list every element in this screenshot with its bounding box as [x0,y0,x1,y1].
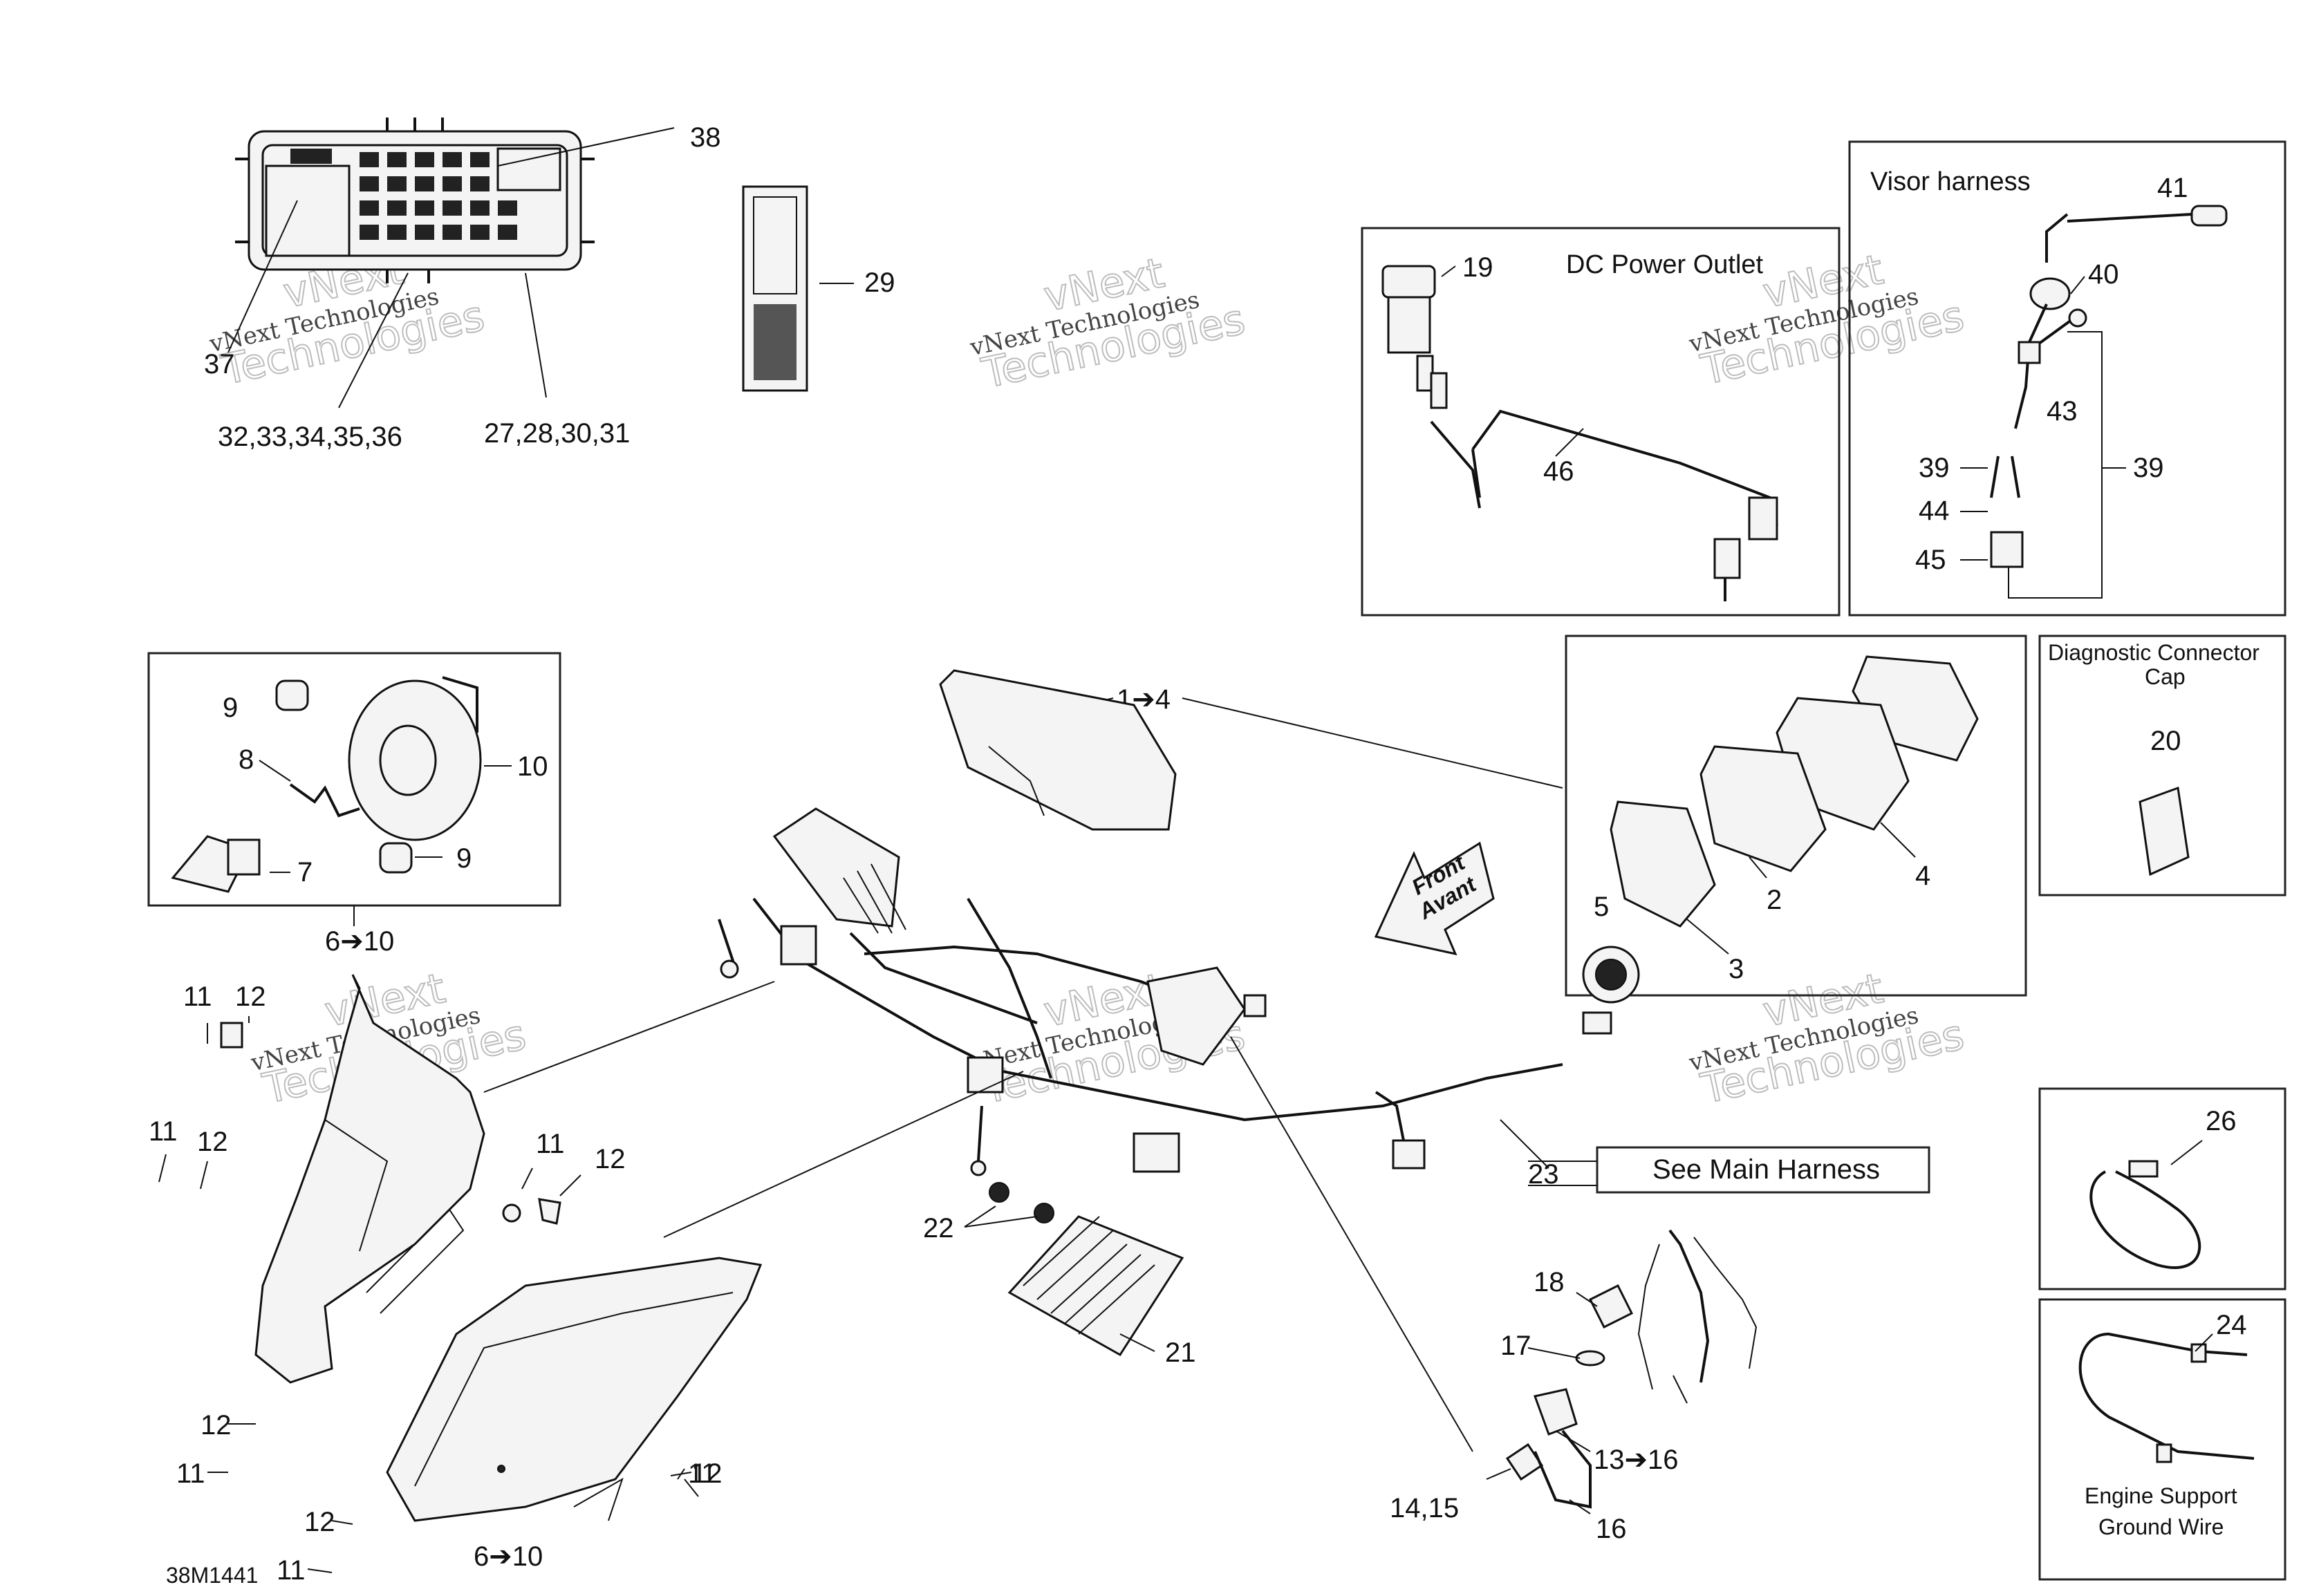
callout-14-15: 14,15 [1390,1493,1459,1523]
dc-power-outlet-title: DC Power Outlet [1566,250,1764,279]
callout-18: 18 [1534,1267,1565,1297]
callout-12b: 12 [197,1127,228,1157]
strap-box [2038,1087,2286,1290]
callout-11a: 11 [183,982,212,1012]
callout-29: 29 [864,267,895,298]
diagram-code: 38M1441 [166,1563,258,1588]
ground-wire-part [2078,1332,2255,1463]
callout-20: 20 [2150,726,2181,756]
callout-12c: 12 [595,1144,626,1174]
diagnostic-cap-part [2139,786,2190,876]
callout-2: 2 [1767,885,1782,915]
leader-38 [497,127,675,167]
gauge-cluster-part [1582,655,1979,1004]
callout-41: 41 [2157,173,2188,203]
callout-11c: 11 [536,1129,565,1159]
callout-39a: 39 [1919,453,1950,483]
see-main-harness-label: See Main Harness [1652,1154,1880,1185]
callout-11b: 11 [149,1116,178,1147]
headlight-bulb-part [171,676,482,893]
gauge-cluster-box [1565,635,2027,997]
callout-19: 19 [1462,252,1493,283]
leader-37 [227,200,298,353]
callout-38: 38 [690,122,721,153]
callout-32-36: 32,33,34,35,36 [218,422,402,452]
callout-3: 3 [1729,954,1744,984]
fuse-label-card-part [742,185,808,392]
main-harness-part [718,669,1612,1452]
leader-27-31 [525,272,547,398]
callout-10: 10 [517,751,548,782]
engine-support-box [2038,1298,2286,1581]
leader-harness-left [483,981,775,1093]
callout-27-31: 27,28,30,31 [484,418,630,449]
callout-4: 4 [1915,861,1930,891]
callout-26: 26 [2206,1106,2237,1136]
callout-40: 40 [2088,259,2119,290]
dc-outlet-part [1381,265,1778,601]
visor-harness-box [1848,140,2286,617]
right-headlight-lens-part [386,1257,763,1522]
callout-39b: 39 [2133,453,2164,483]
diagnostic-cap-box [2038,635,2286,896]
callout-21: 21 [1165,1337,1196,1368]
callout-5: 5 [1594,892,1609,922]
callout-46: 46 [1543,456,1574,487]
left-headlight-housing-part [220,974,485,1384]
watermark: vNext vNext Technologies Technologies [1686,964,1969,1114]
tether-key-part [1505,1229,1758,1509]
fuse-box-part [235,118,595,283]
watermark-group: vNext vNext Technologies Technologies vN… [207,245,1969,1114]
engine-support-title-1: Engine Support [2085,1483,2237,1508]
callout-37: 37 [204,349,235,379]
callout-9a: 9 [223,693,238,723]
callout-24: 24 [2216,1310,2247,1340]
diagnostic-cap-title-2: Cap [2145,664,2186,689]
callout-8: 8 [239,744,254,775]
engine-support-title-2: Ground Wire [2098,1514,2224,1539]
voltage-regulator-part [989,1182,1184,1357]
watermark: vNext vNext Technologies Technologies [967,248,1250,399]
leader-harness-right [663,1071,1024,1238]
callout-16: 16 [1596,1514,1627,1544]
callout-13-16: 13➔16 [1594,1445,1679,1475]
see-main-harness-box [1596,1146,1930,1194]
visor-harness-part [1990,205,2228,599]
callout-11d: 11 [176,1458,205,1489]
callout-23: 23 [1528,1159,1559,1190]
callout-6-10b: 6➔10 [474,1541,543,1572]
callout-6-10a: 6➔10 [325,926,394,957]
callout-17: 17 [1500,1331,1531,1361]
callout-11e: 11 [277,1555,306,1586]
callout-11f: 11 [688,1458,717,1489]
callout-9b: 9 [456,843,472,874]
callout-22: 22 [923,1213,954,1243]
callout-12e: 12 [304,1507,335,1537]
leader-32-36 [338,272,409,409]
callout-44: 44 [1919,496,1950,526]
diagnostic-cap-title-1: Diagnostic Connector [2048,640,2260,665]
callout-12a: 12 [235,982,266,1012]
callout-43: 43 [2047,396,2078,426]
front-direction-arrow: Front Avant [1374,841,1495,956]
cable-strap-part [2089,1160,2201,1269]
visor-harness-title: Visor harness [1870,167,2031,196]
leader-1-4 [1182,697,1563,789]
callout-45: 45 [1915,545,1946,575]
callout-12f: 12 [691,1458,723,1489]
callout-7: 7 [297,857,313,888]
dc-power-outlet-box [1361,227,1841,617]
callout-12d: 12 [201,1410,232,1440]
